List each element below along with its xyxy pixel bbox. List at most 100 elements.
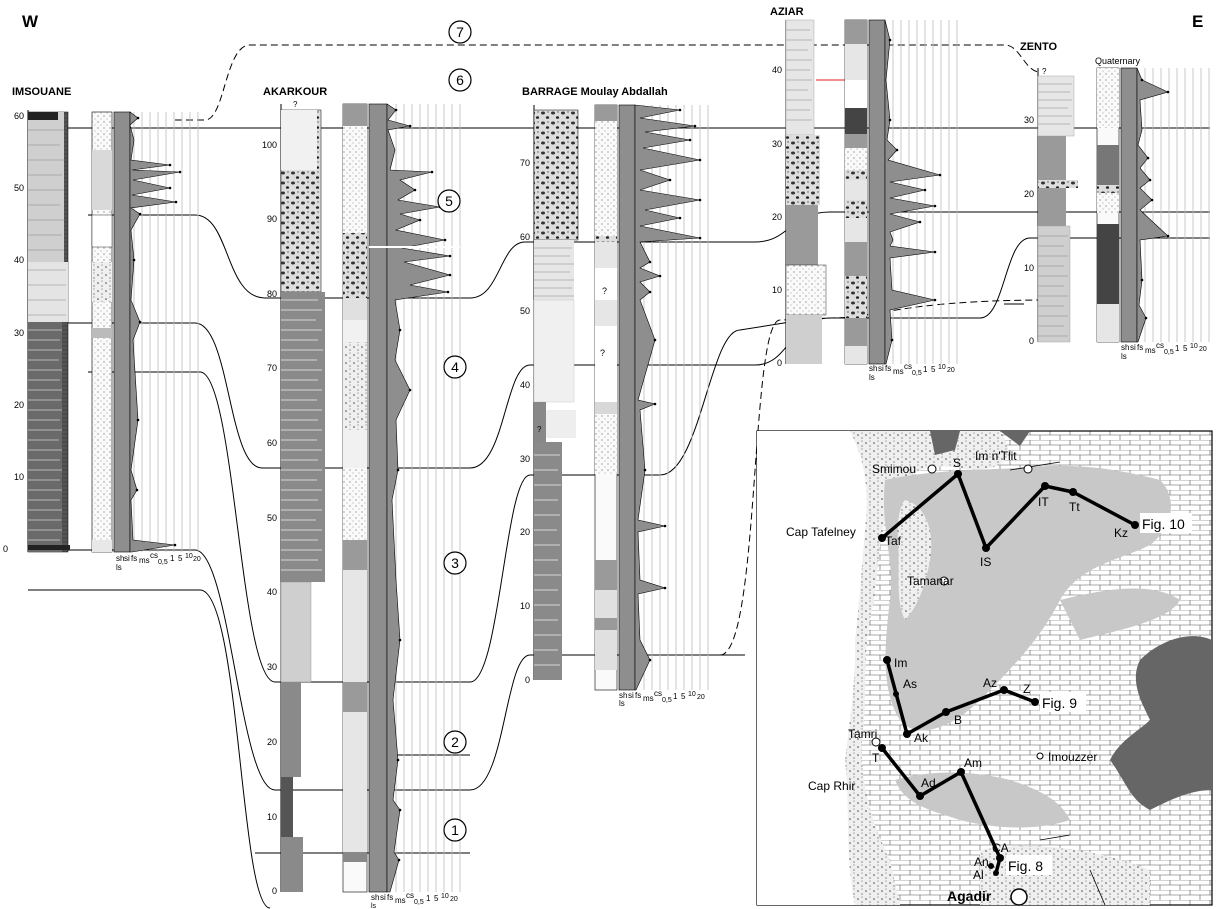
depth-tick: 20 <box>772 212 782 222</box>
fig-8-label: Fig. 8 <box>1008 858 1043 874</box>
station-al: Al <box>973 868 984 882</box>
grain-size-label: ls <box>619 699 625 708</box>
station-is: IS <box>980 555 991 569</box>
unit-1-number: 1 <box>451 822 459 838</box>
grain-size-label: fs <box>387 893 393 902</box>
grain-size-label: cs <box>1156 341 1164 350</box>
agadir-town-icon <box>1010 888 1028 906</box>
grain-size-label: ls <box>371 903 377 909</box>
depth-tick: 50 <box>267 513 277 523</box>
station-ad: Ad <box>921 776 936 790</box>
station-kz: Kz <box>1114 526 1128 540</box>
grain-size-label: sh <box>116 554 124 563</box>
grain-size-label: si <box>380 893 386 902</box>
unit-4-number: 4 <box>451 359 459 375</box>
grain-size-label: si <box>878 364 884 373</box>
station-tt: Tt <box>1069 500 1080 514</box>
depth-tick: 10 <box>520 601 530 611</box>
unit-5-number: 5 <box>445 193 453 209</box>
grain-size-label: 5 <box>1183 344 1188 353</box>
grain-size-label: 10 <box>441 893 449 900</box>
quaternary-label: Quaternary <box>1095 56 1141 66</box>
unit-3-number: 3 <box>451 555 459 571</box>
station-taf: Taf <box>885 534 902 548</box>
depth-tick: 80 <box>267 289 277 299</box>
section-imsouane: IMSOUANE 0 10 20 30 40 50 60 <box>3 86 201 572</box>
section-aziar: AZIAR 0 10 20 30 40 <box>770 6 958 382</box>
grain-size-label: 5 <box>681 692 686 701</box>
grain-size-label: 0,5 <box>1164 349 1174 356</box>
grain-size-label: si <box>1130 343 1136 352</box>
grain-size-label: ms <box>1145 346 1156 355</box>
station-an: An <box>974 855 989 869</box>
depth-tick: 90 <box>267 214 277 224</box>
grain-size-label: 20 <box>450 896 458 903</box>
depth-tick: 40 <box>520 380 530 390</box>
fig-10-label: Fig. 10 <box>1142 516 1185 532</box>
grain-size-label: ms <box>893 367 904 376</box>
grain-size-label: 20 <box>193 556 201 563</box>
grain-size-label: 10 <box>938 364 946 371</box>
grain-size-label: 0,5 <box>158 559 168 566</box>
section-title: AKARKOUR <box>263 86 327 98</box>
depth-tick: 30 <box>1024 115 1034 125</box>
place-cap-tafelney: Cap Tafelney <box>786 525 856 539</box>
grain-size-label: si <box>628 691 634 700</box>
correlation-lines <box>28 44 1210 909</box>
grain-size-label: fs <box>131 554 137 563</box>
grain-size-label: sh <box>371 893 379 902</box>
grain-size-label: 20 <box>697 694 705 701</box>
grain-size-label: 1 <box>426 894 431 903</box>
grain-size-label: fs <box>635 691 641 700</box>
depth-tick: 10 <box>14 472 24 482</box>
depth-tick: 30 <box>772 139 782 149</box>
section-title: IMSOUANE <box>12 86 71 98</box>
grain-size-label: 10 <box>1190 343 1198 350</box>
east-label: E <box>1192 12 1203 31</box>
place-tamri: Tamri <box>848 727 877 741</box>
place-smimou: Smimou <box>872 462 916 476</box>
section-barrage: BARRAGE Moulay Abdallah 0 10 20 30 40 50… <box>520 86 709 708</box>
location-map: Smimou Im n'Tlit Cap Tafelney Tamanar Ta… <box>756 430 1213 906</box>
depth-tick: 50 <box>14 183 24 193</box>
depth-tick: 40 <box>267 587 277 597</box>
grain-size-label: sh <box>619 691 627 700</box>
place-im-ntlit: Im n'Tlit <box>975 449 1017 463</box>
place-imouzzer: Imouzzer <box>1048 750 1097 764</box>
grain-size-label: 1 <box>1175 344 1180 353</box>
place-agadir: Agadir <box>947 888 992 904</box>
depth-tick: 0 <box>3 544 8 554</box>
question-mark: ? <box>602 286 607 296</box>
depth-tick: 20 <box>14 400 24 410</box>
grain-size-label: ls <box>1121 352 1127 361</box>
question-mark: ? <box>1042 67 1047 76</box>
question-mark: ? <box>600 348 605 358</box>
station-b: B <box>954 713 962 727</box>
grain-size-label: ms <box>139 556 150 565</box>
station-az: Az <box>983 676 997 690</box>
grain-size-label: 10 <box>185 553 193 560</box>
section-title: BARRAGE Moulay Abdallah <box>522 86 668 98</box>
section-title: ZENTO <box>1020 41 1058 53</box>
depth-tick: 50 <box>520 306 530 316</box>
station-s: S <box>953 456 961 470</box>
depth-tick: 100 <box>262 140 277 150</box>
depth-tick: 0 <box>272 886 277 896</box>
grain-size-label: cs <box>904 362 912 371</box>
depth-tick: 10 <box>267 812 277 822</box>
depth-tick: 0 <box>525 675 530 685</box>
grain-size-label: 10 <box>688 691 696 698</box>
grain-size-label: ms <box>395 896 406 905</box>
place-cap-rhir: Cap Rhir <box>808 779 855 793</box>
section-akarkour: AKARKOUR 0 10 20 30 40 50 60 70 80 90 10… <box>262 86 461 909</box>
grain-size-label: 1 <box>170 554 175 563</box>
unit-4-marker: 4 <box>443 355 467 379</box>
station-as: As <box>903 677 917 691</box>
grain-size-label: ls <box>869 373 875 382</box>
fig-9-label: Fig. 9 <box>1042 695 1077 711</box>
depth-tick: 0 <box>777 358 782 368</box>
station-z: Z <box>1023 682 1030 696</box>
station-ca: CA <box>992 841 1009 855</box>
depth-tick: 40 <box>14 255 24 265</box>
